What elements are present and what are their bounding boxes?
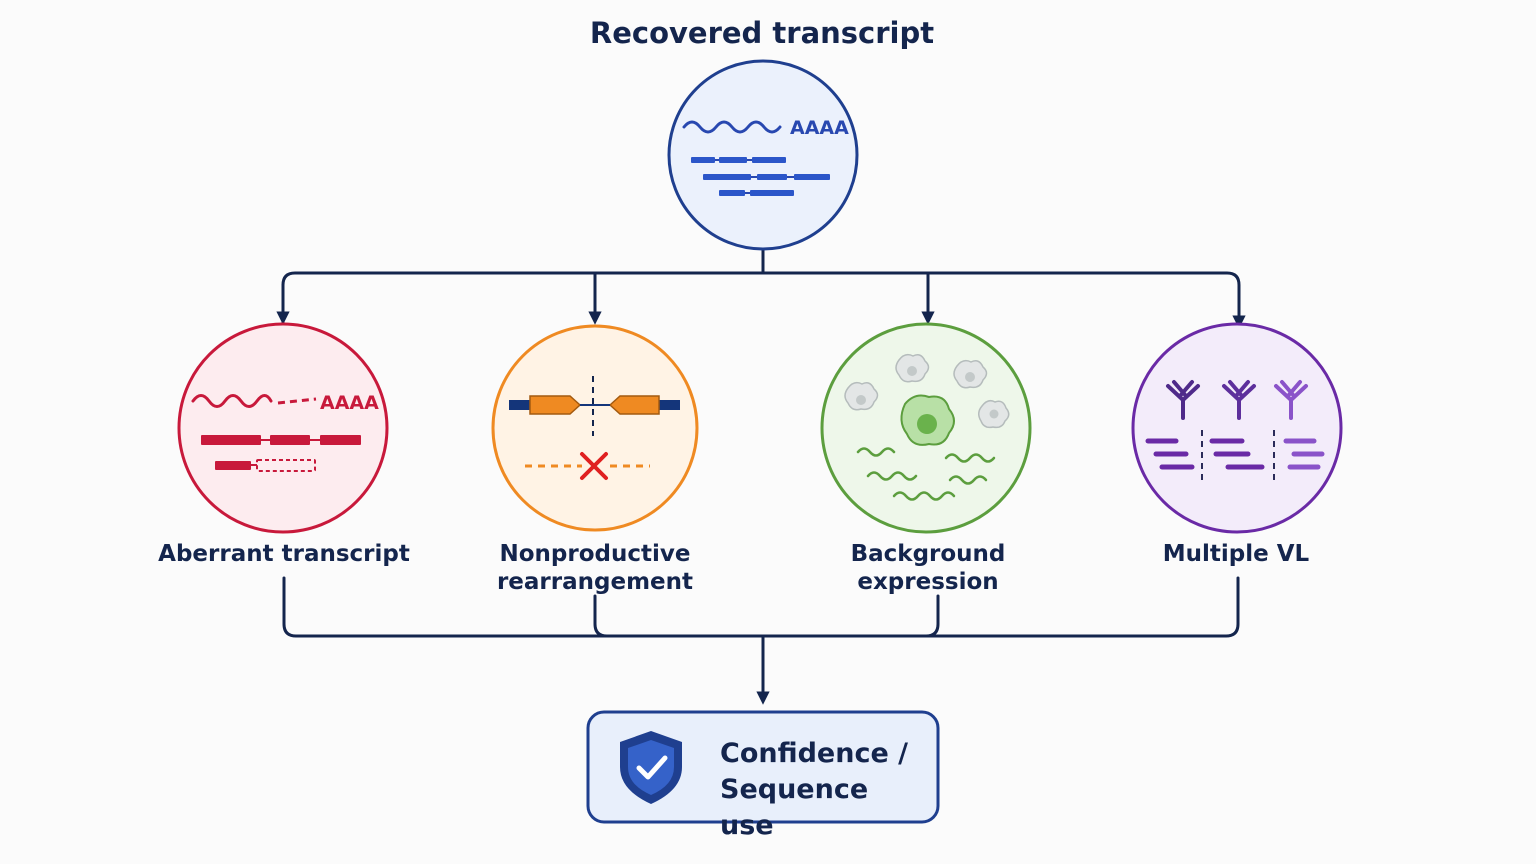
background-expression-icon	[844, 353, 1010, 501]
background-expression-label: Background expression	[850, 541, 1006, 595]
multiple-vl-icon	[1145, 380, 1325, 484]
merge-nonproductive	[593, 594, 609, 638]
transcript-icon: AAAA	[682, 117, 849, 196]
nonproductive-rearrangement-label: Nonproductive rearrangement	[496, 541, 694, 595]
stop-cross-icon	[580, 452, 608, 480]
nonproductive-rearrangement-node	[491, 324, 699, 532]
merge-background	[924, 594, 940, 638]
outcome-line-2: Sequence use	[720, 774, 869, 841]
merge-bar	[282, 576, 1240, 638]
aberrant-transcript-circle	[177, 322, 389, 534]
outcome-box-frame	[586, 710, 940, 824]
recovered-transcript-circle	[667, 59, 859, 251]
outcome-box	[586, 710, 940, 824]
diagram-title: Recovered transcript	[589, 16, 935, 50]
multiple-vl-node	[1131, 322, 1343, 534]
connectors	[276, 248, 1246, 705]
aberrant-transcript-label: Aberrant transcript	[158, 541, 410, 567]
top-split-bar	[281, 271, 1246, 329]
aberrant-poly-a-label: AAAA	[320, 392, 379, 414]
outcome-line-1: Confidence /	[720, 738, 909, 769]
background-expression-node	[820, 322, 1032, 534]
multiple-vl-circle	[1131, 322, 1343, 534]
background-cell-icon	[844, 353, 1010, 429]
outcome-text: Confidence / Sequence use	[720, 736, 930, 844]
poly-a-label: AAAA	[790, 117, 849, 139]
multiple-vl-label: Multiple VL	[1162, 541, 1310, 567]
aberrant-transcript-icon: AAAA	[191, 392, 379, 472]
recovered-transcript-node: AAAA	[667, 59, 859, 251]
nonproductive-rearrangement-circle	[491, 324, 699, 532]
nonproductive-rearrangement-icon	[509, 376, 680, 480]
shield-check-icon	[620, 731, 682, 804]
aberrant-transcript-node: AAAA	[177, 322, 389, 534]
antibody-icon	[1166, 380, 1308, 420]
